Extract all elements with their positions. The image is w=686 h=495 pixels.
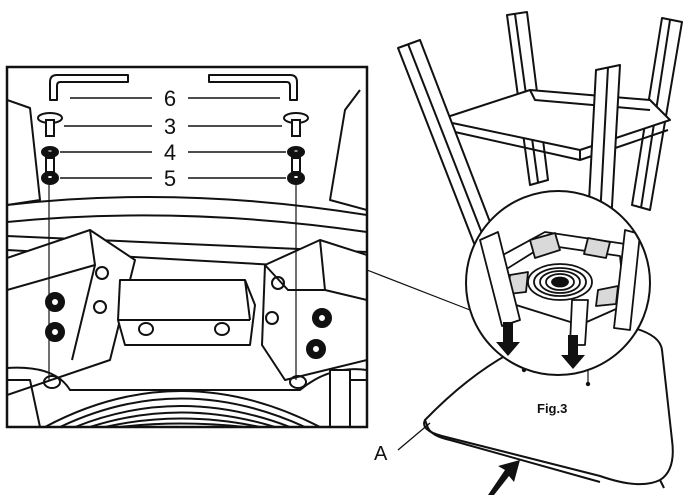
flat-washer-icon xyxy=(41,157,305,185)
bolt-icon xyxy=(37,112,309,137)
figure-caption: Fig.3 xyxy=(537,401,567,416)
part-a-label: A xyxy=(374,443,388,465)
allen-key-icon xyxy=(49,74,298,101)
detail-inset: 6 3 4 5 xyxy=(5,65,369,429)
bolt-head-right-upper xyxy=(312,308,332,328)
inset-frame xyxy=(5,65,369,429)
circle-frame xyxy=(465,190,651,376)
circle-detail xyxy=(465,190,651,376)
label-leaders xyxy=(60,97,286,179)
part-a-leader xyxy=(397,422,431,451)
label-flat-washer: 5 xyxy=(164,166,176,191)
detail-connector xyxy=(366,269,471,311)
seat-board xyxy=(423,323,674,489)
label-bolt: 3 xyxy=(164,114,176,139)
arrow-down-icon xyxy=(496,322,585,369)
label-spring-washer: 4 xyxy=(164,140,176,165)
bolt-head-right-lower xyxy=(306,339,326,359)
arrow-up-right-icon xyxy=(488,460,520,495)
label-allen-key: 6 xyxy=(164,86,176,111)
bolt-head-left-upper xyxy=(45,292,65,312)
bolt-head-left-lower xyxy=(45,322,65,342)
